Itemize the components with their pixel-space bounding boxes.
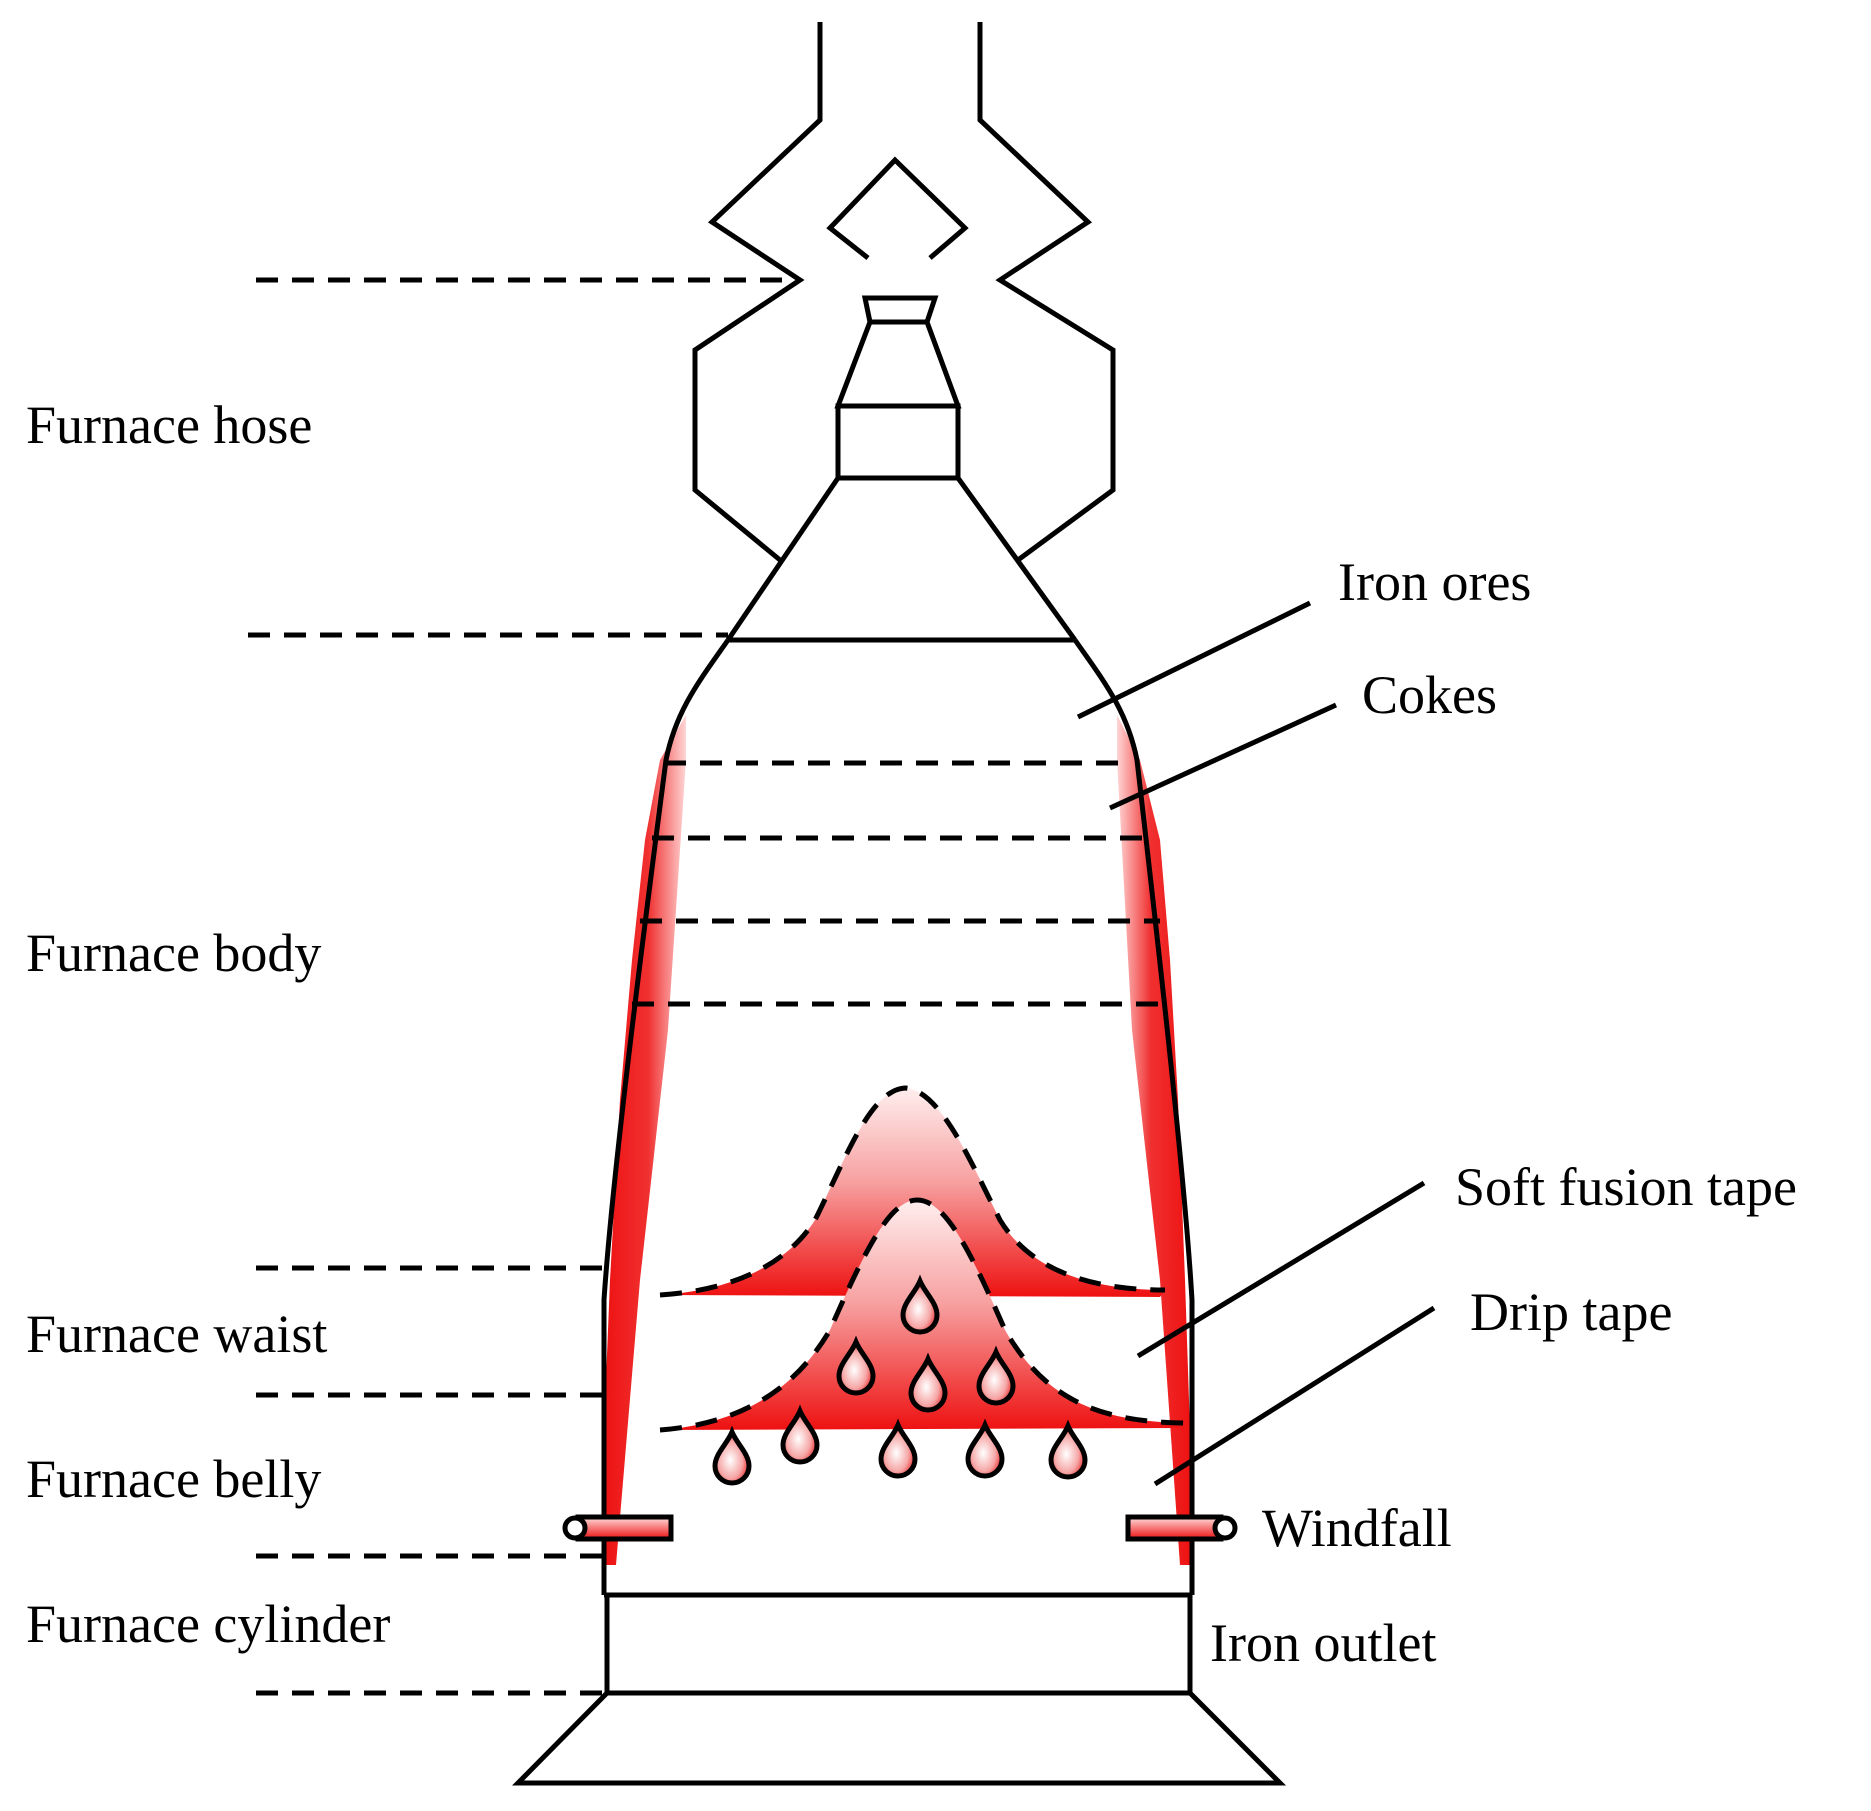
label-furnace-cylinder: Furnace cylinder [26,1594,390,1654]
droplet [715,1432,749,1483]
soft-fusion-zone [660,1088,1165,1297]
label-windfall: Windfall [1262,1498,1452,1558]
soft-fusion-zone-outline [659,1085,1166,1298]
label-cokes: Cokes [1362,665,1497,725]
left-wall-heat-zone [602,715,686,1565]
label-drip-tape: Drip tape [1470,1282,1672,1342]
leader-lines [1076,600,1436,1487]
label-iron-outlet: Iron outlet [1210,1613,1436,1673]
label-soft-fusion-tape: Soft fusion tape [1455,1157,1797,1217]
label-furnace-hose: Furnace hose [26,395,312,455]
right-wall-heat-zone [1117,715,1192,1565]
burden-layers [632,760,1168,1007]
furnace-outline [512,22,1287,1786]
label-furnace-body: Furnace body [26,923,321,983]
droplet [968,1425,1002,1476]
label-iron-ores: Iron ores [1338,552,1531,612]
tuyere-left [562,1514,674,1542]
droplet [881,1425,915,1476]
droplet [1051,1426,1085,1477]
zone-dividers [248,277,800,1696]
label-furnace-belly: Furnace belly [26,1449,321,1509]
drip-zone-outline [659,1197,1186,1433]
label-furnace-waist: Furnace waist [26,1304,327,1364]
tuyere-right [1125,1514,1238,1542]
